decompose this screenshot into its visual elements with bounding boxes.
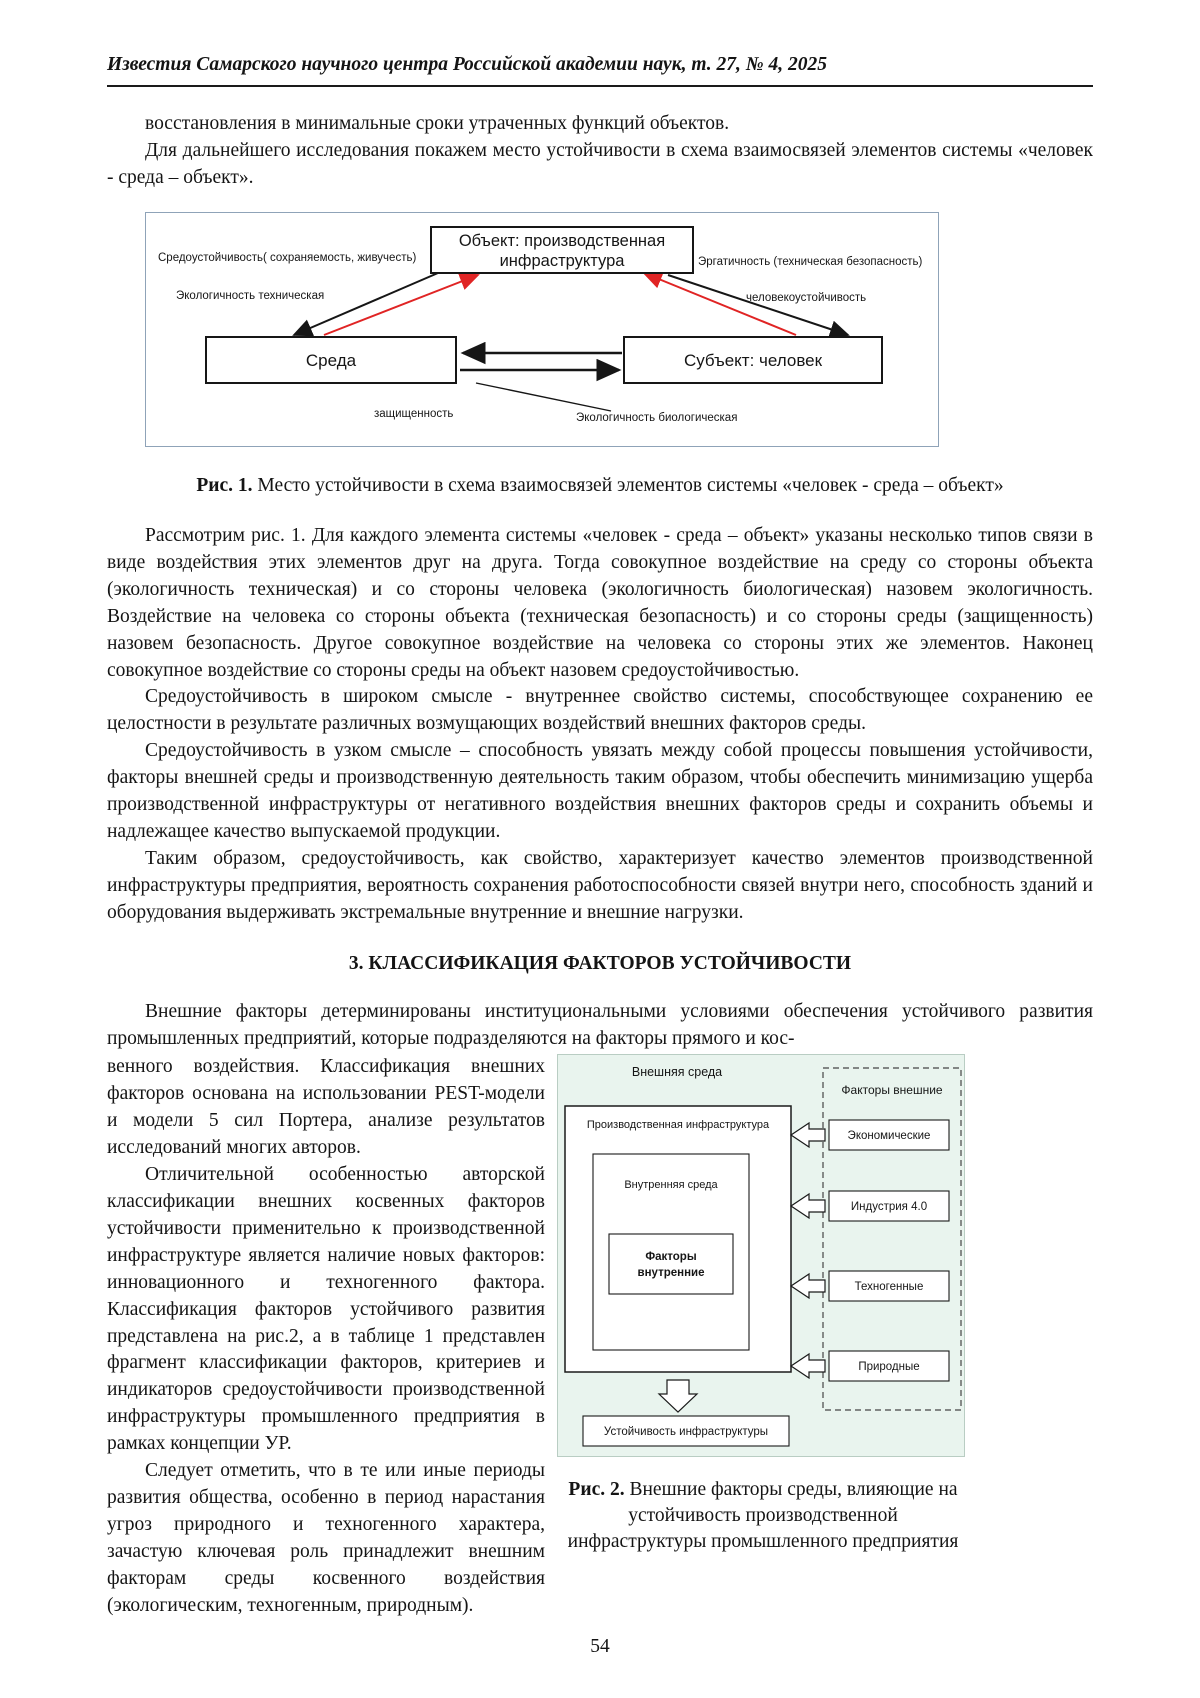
fig2-arrow-industry [789,1193,826,1220]
body-paragraph-4: Таким образом, средоустойчивость, как св… [107,847,1093,923]
fig1-object-box [430,225,694,274]
fig2-prod-infra-label: Производственная инфраструктура [587,1119,770,1131]
fig2-internal-factors-box [608,1233,734,1295]
arrow-env-to-object [323,272,480,336]
fig1-label-sredoustoichivost: Средоустойчивость( сохраняемость, живуче… [158,252,416,264]
intro-paragraph-1: восстановления в минимальные сроки утрач… [145,113,730,134]
fig2-inner-env-label: Внутренняя среда [624,1179,718,1191]
figure2-caption-text: Внешние факторы среды, влияющие на устой… [567,1479,959,1552]
fig2-arrow-natural [789,1353,826,1380]
fig1-object-label-line1: Объект: производственная [459,232,665,250]
column-paragraph-1: венного воздействия. Классификация внешн… [107,1056,545,1159]
section3-intro-paragraph: Внешние факторы детерминированы институц… [107,1000,1093,1049]
fig2-industry-label: Индустрия 4.0 [851,1201,927,1213]
fig1-subject-box [623,335,883,384]
fig1-label-ecol-bio: Экологичность биологическая [576,412,737,424]
fig1-subject-label: Субъект: человек [684,351,823,370]
journal-header: Известия Самарского научного центра Росс… [107,54,1093,87]
figure2-caption: Рис. 2. Внешние факторы среды, влияющие … [557,1477,969,1554]
body-block: Рассмотрим рис. 1. Для каждого элемента … [107,523,1093,927]
fig1-label-chelovekoustoichivost: человекоустойчивость [746,292,866,304]
fig2-internal-factors-line1: Факторы [645,1251,696,1263]
arrow-object-to-subject [667,273,850,338]
figure1-caption-text: Место устойчивости в схема взаимосвязей … [257,474,1004,496]
fig1-label-zashchishchennost: защищенность [374,408,453,420]
section3-heading: 3. КЛАССИФИКАЦИЯ ФАКТОРОВ УСТОЙЧИВОСТИ [348,952,852,974]
fig2-stability-label: Устойчивость инфраструктуры [604,1426,768,1438]
body-paragraph-3: Средоустойчивость в узком смысле – спосо… [107,740,1093,842]
fig2-technogenic-label: Техногенные [855,1281,924,1293]
fig2-arrow-down [657,1379,699,1414]
fig2-external-factors-label: Факторы внешние [841,1083,942,1097]
fig2-economic-box [828,1119,950,1151]
arrow-object-to-env [292,271,439,336]
intro-paragraph-2: Для дальнейшего исследования покажем мес… [107,139,1093,188]
fig2-internal-factors-line2: внутренние [638,1267,705,1279]
fig1-object-label-line2: инфраструктура [500,252,626,270]
fig2-stability-box [582,1415,790,1447]
fig2-natural-box [828,1350,950,1382]
intro-block: восстановления в минимальные сроки утрач… [107,111,1093,192]
figure1-caption-label: Рис. 1. [196,474,253,496]
connector-bottom-label [475,382,612,412]
left-column: венного воздействия. Классификация внешн… [107,1054,545,1619]
figure2-caption-label: Рис. 2. [568,1479,625,1501]
fig1-env-box [205,335,457,384]
figure1-diagram: Объект: производственная инфраструктура … [145,211,939,447]
figure2-diagram: Внешняя среда Производственная инфрастру… [557,1054,965,1458]
fig2-economic-label: Экономические [848,1130,931,1142]
fig1-label-ecol-tech: Экологичность техническая [176,290,324,302]
fig2-arrow-economic [789,1122,826,1149]
fig1-env-label: Среда [306,351,357,370]
page-number: 54 [590,1636,610,1657]
two-column-area: венного воздействия. Классификация внешн… [107,1054,1093,1619]
right-column: Внешняя среда Производственная инфрастру… [557,1054,969,1554]
figure1-svg: Объект: производственная инфраструктура … [158,225,923,424]
fig2-arrow-technogenic [789,1273,826,1300]
fig2-natural-label: Природные [858,1361,919,1373]
column-paragraph-2: Отличительной особенностью авторской кла… [107,1164,545,1455]
figure1-caption: Рис. 1. Место устойчивости в схема взаим… [107,473,1093,499]
body-paragraph-1: Рассмотрим рис. 1. Для каждого элемента … [107,525,1093,681]
fig2-outer-env-label: Внешняя среда [632,1065,722,1079]
fig2-technogenic-box [828,1270,950,1302]
body-paragraph-2: Средоустойчивость в широком смысле - вну… [107,686,1093,735]
arrow-subject-to-object [642,271,797,336]
fig2-industry-box [828,1190,950,1222]
column-paragraph-3: Следует отметить, что в те или иные пери… [107,1460,545,1616]
fig1-label-ergatichnost: Эргатичность (техническая безопасность) [698,256,923,268]
